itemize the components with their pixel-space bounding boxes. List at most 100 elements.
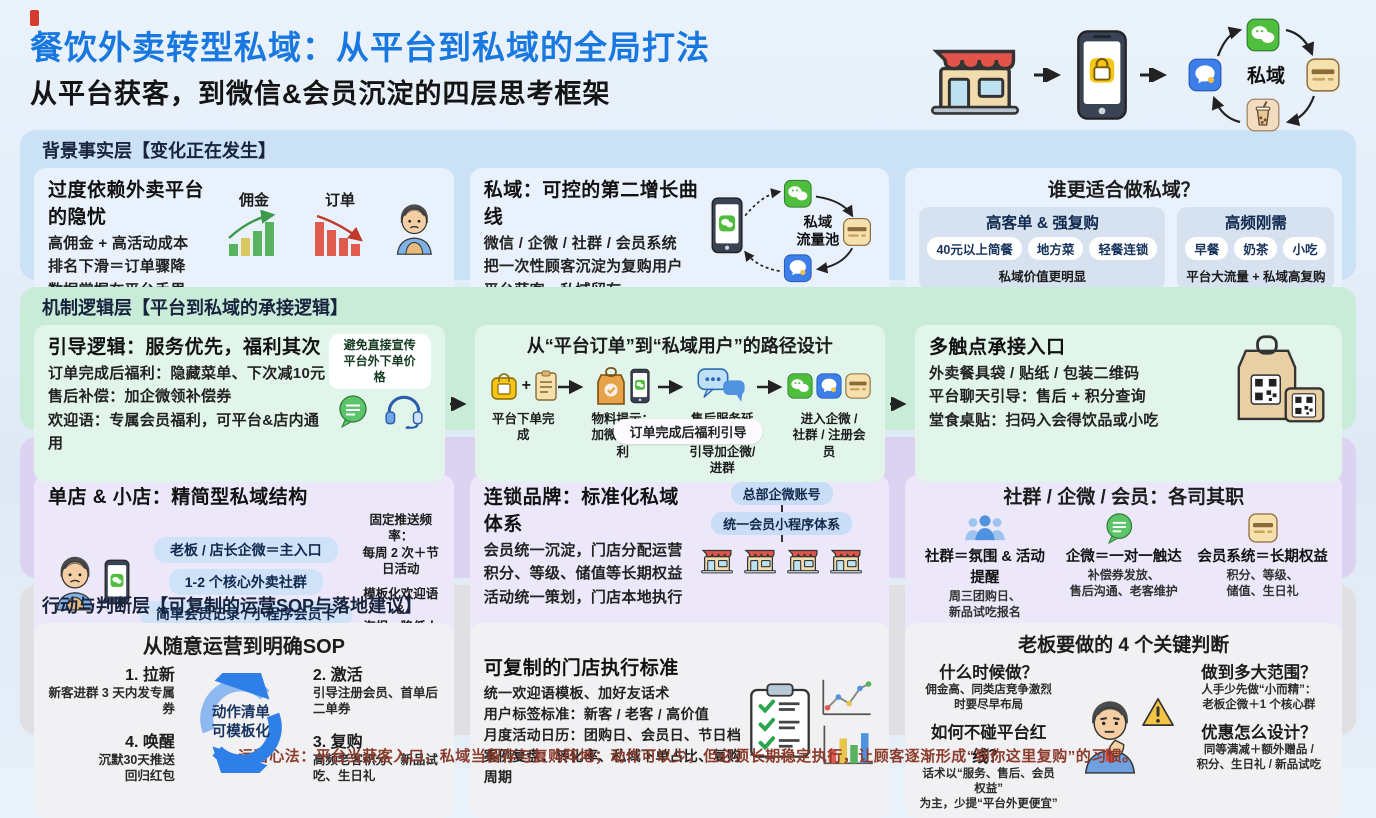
storefront-icon xyxy=(928,34,1022,116)
sop-desc: 引导注册会员、首单后二单券 xyxy=(312,686,438,717)
role-community: 社群＝氛围 & 活动提醒 周三团购日、 新品试吃报名 xyxy=(919,511,1050,620)
text-line: 活动统一策划，门店本地执行 xyxy=(483,588,683,606)
role-sub-line: 周三团购日、 xyxy=(948,589,1021,603)
commission-up-chart: 佣金 xyxy=(217,189,291,263)
warning-icon xyxy=(1141,697,1175,727)
cycle-center-line: 可模板化 xyxy=(211,723,270,740)
section1-title: 背景事实层【变化正在发生】 xyxy=(42,141,276,161)
judgment-question: 做到多大范围？ xyxy=(1201,664,1317,682)
qr-bag-icon xyxy=(1220,332,1328,426)
traffic-pool-diagram: 私域 流量池 xyxy=(711,179,872,283)
group-high-frequency: 高频刚需 早餐 奶茶 小吃 平台大流量 + 私域高复购 xyxy=(1177,207,1335,290)
text-line: 月度活动日历：团购日、会员日、节日档 xyxy=(483,727,742,744)
text-line: 微信 / 企微 / 社群 / 会员系统 xyxy=(483,235,677,252)
judgment-answer: 佣金高、同类店竞争激烈 xyxy=(925,684,1052,696)
role-sub-line: 新品试吃报名 xyxy=(948,604,1021,619)
section-background-facts: 背景事实层【变化正在发生】 过度依赖外卖平台的隐忧 高佣金 + 高活动成本 排名… xyxy=(20,130,1356,308)
card-platform-risk: 过度依赖外卖平台的隐忧 高佣金 + 高活动成本 排名下滑＝订单骤降 数据掌握在平… xyxy=(34,168,454,308)
flow-label: 引导加企微/进群 xyxy=(689,444,756,475)
card-title: 单店 & 小店：精简型私域结构 xyxy=(48,487,308,508)
text-line: 订单完成后福利：隐藏菜单、下次减10元 xyxy=(48,365,326,382)
infographic-root: 餐饮外卖转型私域：从平台到私域的全局打法 从平台获客，到微信&会员沉淀的四层思考… xyxy=(20,10,1356,818)
note-line: 每周 2 次＋节日活动 xyxy=(362,545,439,576)
text-line: 外卖餐具袋 / 贴纸 / 包装二维码 xyxy=(929,365,1140,382)
note-line: 模板化欢迎语 & xyxy=(363,587,439,618)
text-line: 平台聊天引导：售后 + 积分查询 xyxy=(929,388,1146,406)
page-subtitle: 从平台获客，到微信&会员沉淀的四层思考框架 xyxy=(30,78,611,109)
text-line: 欢迎语：专属会员福利，可平台&店内通用 xyxy=(48,411,320,452)
callout-line: 避免直接宣传 xyxy=(343,338,416,352)
hq-node: 总部企微账号 xyxy=(730,482,833,505)
judgment-answer: 老板企微＋1 个核心群 xyxy=(1202,698,1316,711)
sop-name: 2. 激活 xyxy=(312,667,363,684)
card-title: 老板要做的 4 个关键判断 xyxy=(1018,635,1230,656)
card-title: 社群 / 企微 / 会员：各司其职 xyxy=(1003,487,1245,508)
sop-desc: 沉默30天推送 xyxy=(98,752,175,767)
text-line: 堂食桌贴：扫码入会得饮品或小吃 xyxy=(929,411,1159,429)
judgment-when: 什么时候做？ 佣金高、同类店竞争激烈 时要尽早布局 xyxy=(919,659,1057,713)
cycle-center-label: 私域 xyxy=(1247,64,1285,87)
card-guidance-logic: 引导逻辑：服务优先，福利其次 订单完成后福利：隐藏菜单、下次减10元 售后补偿：… xyxy=(34,325,445,482)
tag-pill: 早餐 xyxy=(1185,237,1229,260)
card-sop-cycle: 从随意运营到明确SOP 1. 拉新 新客进群 3 天内发专属券 4. 唤醒 沉默… xyxy=(34,623,454,818)
judgment-answer: 积分、生日礼 / 新品试吃 xyxy=(1196,758,1322,771)
chain-org-diagram: 总部企微账号 统一会员小程序体系 xyxy=(688,482,876,574)
flow-step-join: 进入企微 / 社群 / 注册会员 xyxy=(787,364,871,460)
group-title: 高频刚需 xyxy=(1224,215,1287,232)
arrow-right-icon xyxy=(449,325,470,482)
note-push-frequency: 固定推送频率： 每周 2 次＋节日活动 xyxy=(362,512,440,577)
judgment-answer: 话术以“服务、售后、会员权益” xyxy=(922,767,1055,795)
card-execution-standard: 可复制的门店执行标准 统一欢迎语模板、加好友话术 用户标签标准：新客 / 老客 … xyxy=(469,623,890,818)
storefront-icon xyxy=(829,544,863,574)
card-title: 可复制的门店执行标准 xyxy=(483,658,679,680)
sop-cycle-diagram: 动作清单 可模板化 xyxy=(185,643,297,802)
package-icon xyxy=(597,367,626,405)
card-second-growth-curve: 私域：可控的第二增长曲线 微信 / 企微 / 社群 / 会员系统 把一次性顾客沉… xyxy=(469,168,890,308)
arrow-right-icon xyxy=(757,364,787,399)
section4-title: 行动与判断层【可复制的运营SOP与落地建议】 xyxy=(42,596,423,616)
chat-icon xyxy=(1101,512,1147,544)
flow-step-order: + 平台下单完成 xyxy=(489,364,559,444)
card-path-design: 从“平台订单”到“私域用户”的路径设计 + xyxy=(474,325,886,482)
orders-down-chart: 订单 xyxy=(303,189,377,263)
role-head: 会员系统＝长期权益 xyxy=(1197,549,1328,565)
text-line: 售后补偿：加企微领补偿券 xyxy=(48,388,232,406)
header-titles: 餐饮外卖转型私域：从平台到私域的全局打法 从平台获客，到微信&会员沉淀的四层思考… xyxy=(30,10,710,111)
arrow-right-icon xyxy=(1032,68,1066,82)
text-line: 会员统一沉淀，门店分配运营 xyxy=(483,542,683,559)
sop-step-new: 1. 拉新 新客进群 3 天内发专属券 xyxy=(48,661,174,718)
structure-pill: 简单会员记录 / 小程序会员卡 xyxy=(140,600,352,627)
judgment-question: 如何不碰平台红线？ xyxy=(930,723,1047,766)
note-line: 固定推送频率： xyxy=(369,513,432,544)
tag-pill: 奶茶 xyxy=(1234,237,1278,260)
text-line: 排名下滑＝订单骤降 xyxy=(48,258,186,276)
brand-mark-icon xyxy=(30,10,39,26)
warning-callout: 避免直接宣传 平台外下单价格 xyxy=(328,334,431,389)
text-line: 积分、等级、储值等长期权益 xyxy=(483,565,683,583)
chart-label: 订单 xyxy=(325,192,356,209)
storefront-icon xyxy=(786,544,820,574)
sop-desc: 回归红包 xyxy=(124,768,175,783)
group-note: 平台大流量 + 私域高复购 xyxy=(1186,270,1326,284)
card-who-fits: 谁更适合做私域？ 高客单 & 强复购 40元以上简餐 地方菜 轻餐连锁 私域价值… xyxy=(905,168,1342,308)
structure-pill: 1-2 个核心外卖社群 xyxy=(168,568,323,595)
flow-note-pill: 订单完成后福利引导 xyxy=(613,419,763,444)
role-head: 企微＝一对一触达 xyxy=(1065,549,1182,565)
group-high-ticket: 高客单 & 强复购 40元以上简餐 地方菜 轻餐连锁 私域价值更明显 xyxy=(919,207,1166,290)
judgment-discount: 优惠怎么设计？ 同等满减＋额外赠品 / 积分、生日礼 / 新品试吃 xyxy=(1190,719,1328,812)
card-title: 从“平台订单”到“私域用户”的路径设计 xyxy=(526,336,833,356)
cycle-center-line: 动作清单 xyxy=(211,704,270,721)
people-icon xyxy=(963,513,1007,543)
pool-label: 私域 xyxy=(804,213,833,231)
delivery-app-phone-icon xyxy=(1076,29,1128,121)
headset-icon xyxy=(383,393,425,429)
group-note: 私域价值更明显 xyxy=(998,270,1087,284)
storefront-icon xyxy=(743,544,777,574)
judgment-answer: 时要尽早布局 xyxy=(954,698,1024,711)
role-membership: 会员系统＝长期权益 积分、等级、 储值、生日礼 xyxy=(1197,511,1328,620)
tag-pill: 轻餐连锁 xyxy=(1089,237,1158,260)
header-flow-diagram: 私域 xyxy=(928,16,1350,134)
wecom-icon xyxy=(816,373,842,399)
card-title: 多触点承接入口 xyxy=(929,337,1066,358)
order-bag-icon xyxy=(490,373,517,400)
